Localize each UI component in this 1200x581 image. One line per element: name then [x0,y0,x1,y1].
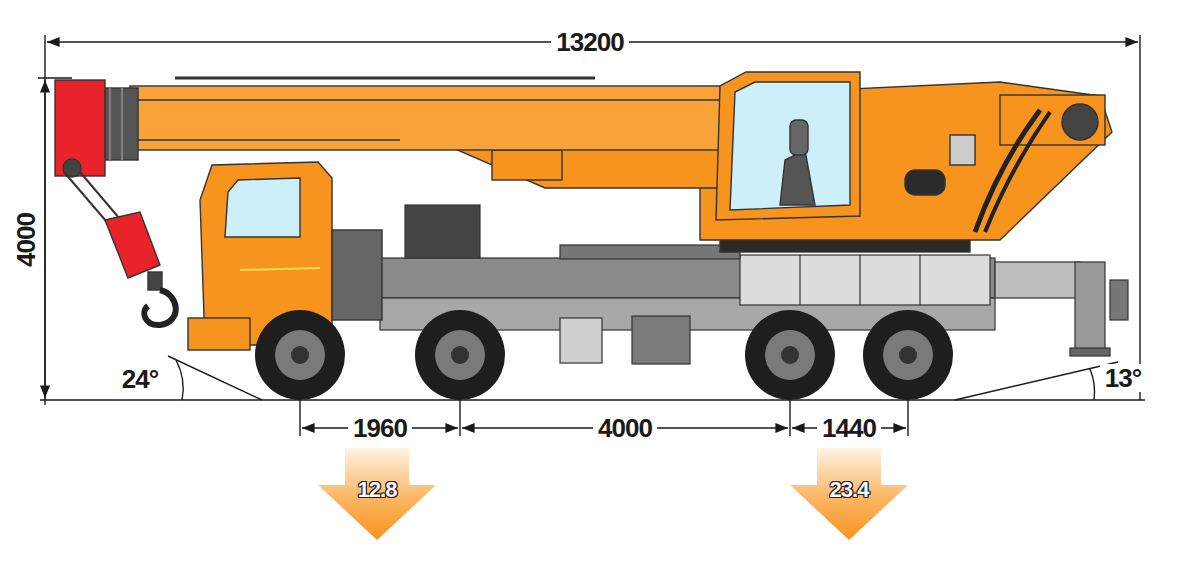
dimension-label: 1440 [817,414,881,442]
load-value: 23.4 [790,478,908,502]
load-value: 12.8 [318,478,436,502]
arrow-outline [790,448,908,540]
load-arrow: 23.4 [790,448,908,540]
dimension-label: 24° [117,365,163,393]
dimension-label: 4000 [12,208,40,272]
load-arrow: 12.8 [318,448,436,540]
dimension-lines [38,35,1145,436]
dimension-label: 13200 [551,28,628,56]
hook-block [64,172,176,325]
dimension-label: 1960 [348,414,412,442]
arrow-outline [318,448,436,540]
dimension-label: 13° [1100,364,1146,392]
dimension-label: 4000 [593,414,657,442]
wheels [255,310,953,400]
